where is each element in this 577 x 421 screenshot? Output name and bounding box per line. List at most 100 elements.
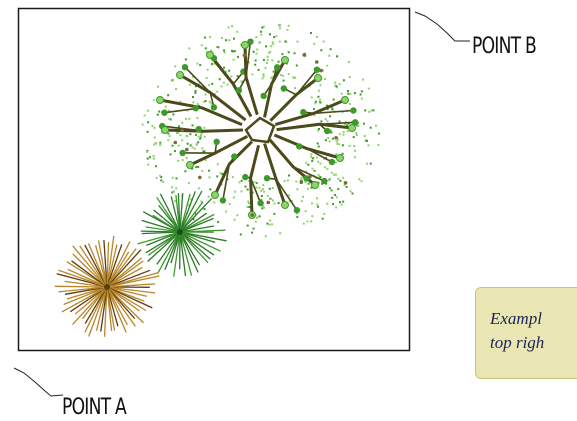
foliage-dot	[260, 189, 263, 192]
shrub-stem	[106, 283, 156, 288]
foliage-dot	[270, 77, 273, 80]
foliage-dot	[305, 161, 308, 164]
foliage-dot	[252, 227, 255, 230]
foliage-dot	[281, 53, 284, 56]
foliage-dot	[343, 183, 346, 186]
foliage-dot	[152, 154, 155, 157]
foliage-dot	[174, 65, 177, 68]
foliage-dot	[314, 100, 317, 103]
foliage-dot	[171, 186, 174, 189]
foliage-dot	[296, 215, 299, 218]
leaf-cluster	[176, 71, 184, 79]
foliage-dot	[324, 139, 327, 142]
foliage-dot	[356, 134, 358, 136]
foliage-dot	[377, 132, 380, 135]
foliage-dot	[326, 104, 329, 107]
foliage-dot	[335, 140, 338, 143]
foliage-dot	[168, 135, 171, 137]
shrub-stem	[84, 286, 108, 333]
shrub-stem	[106, 244, 118, 288]
pine-needle	[179, 225, 215, 233]
foliage-dot	[311, 167, 314, 170]
foliage-dot	[175, 131, 178, 134]
foliage-dot	[321, 182, 324, 185]
foliage-dot	[323, 212, 326, 215]
pine-needle	[179, 191, 196, 233]
foliage-dot	[162, 181, 165, 184]
seed-dot	[185, 147, 189, 152]
leaf-cluster	[242, 173, 249, 181]
foliage-dot	[307, 163, 310, 166]
foliage-dot	[225, 70, 228, 73]
foliage-dot	[325, 182, 328, 185]
foliage-dot	[159, 141, 162, 144]
shrub-stem	[106, 286, 156, 294]
foliage-dot	[288, 174, 290, 177]
foliage-dot	[152, 157, 155, 160]
pine-needle	[147, 231, 181, 262]
shrub-stem	[106, 241, 110, 288]
foliage-dot	[252, 50, 255, 53]
foliage-dot	[335, 206, 338, 209]
seed-dot	[302, 53, 307, 57]
foliage-dot	[318, 175, 321, 178]
foliage-dot	[221, 173, 224, 175]
foliage-dot	[338, 133, 341, 136]
shrub-stem	[72, 253, 108, 288]
foliage-dot	[341, 152, 344, 155]
pine-needle	[164, 231, 181, 270]
foliage-dot	[185, 157, 188, 159]
pine-needle	[145, 226, 181, 233]
foliage-dot	[167, 94, 170, 97]
foliage-dot	[261, 26, 264, 29]
leaf-cluster	[313, 66, 321, 73]
foliage-dot	[332, 98, 335, 101]
foliage-dot	[328, 54, 331, 57]
foliage-dot	[311, 202, 313, 205]
leaf-cluster	[161, 109, 168, 116]
foliage-dot	[181, 159, 184, 162]
foliage-dot	[238, 181, 241, 184]
foliage-dot	[193, 147, 196, 150]
foliage-dot	[269, 33, 271, 36]
foliage-dot	[317, 95, 320, 98]
foliage-dot	[342, 176, 345, 179]
pine-needle	[140, 230, 181, 233]
tree-twig	[213, 57, 234, 85]
foliage-dot	[337, 177, 340, 180]
foliage-dot	[175, 88, 177, 90]
shrub-stem	[72, 245, 108, 288]
foliage-dot	[203, 208, 206, 210]
foliage-dot	[306, 187, 309, 190]
foliage-dot	[206, 68, 209, 71]
foliage-dot	[316, 203, 319, 206]
foliage-dot	[292, 76, 295, 79]
dry-shrub-symbol	[54, 235, 160, 337]
leaf-cluster	[241, 41, 249, 49]
foliage-dot	[199, 137, 202, 140]
foliage-dot	[196, 62, 199, 65]
foliage-dot	[293, 52, 296, 55]
foliage-dot	[158, 110, 161, 113]
foliage-dot	[375, 124, 378, 127]
pine-needle	[170, 196, 181, 233]
shrub-stem	[72, 286, 108, 326]
leaf-cluster	[186, 161, 194, 169]
seed-dot	[266, 200, 271, 205]
foliage-dot	[271, 59, 274, 62]
foliage-dot	[304, 210, 307, 213]
foliage-dot	[342, 133, 345, 136]
pine-needle	[179, 231, 193, 276]
foliage-dot	[248, 61, 250, 64]
foliage-dot	[197, 165, 200, 168]
foliage-dot	[197, 135, 200, 138]
foliage-dot	[377, 144, 380, 146]
foliage-dot	[336, 55, 339, 58]
foliage-dot	[192, 75, 194, 78]
shrub-stem	[103, 286, 108, 337]
foliage-dot	[322, 69, 324, 72]
foliage-dot	[331, 108, 334, 111]
foliage-dot	[248, 180, 251, 182]
seed-dot	[315, 60, 319, 64]
foliage-dot	[286, 179, 289, 182]
